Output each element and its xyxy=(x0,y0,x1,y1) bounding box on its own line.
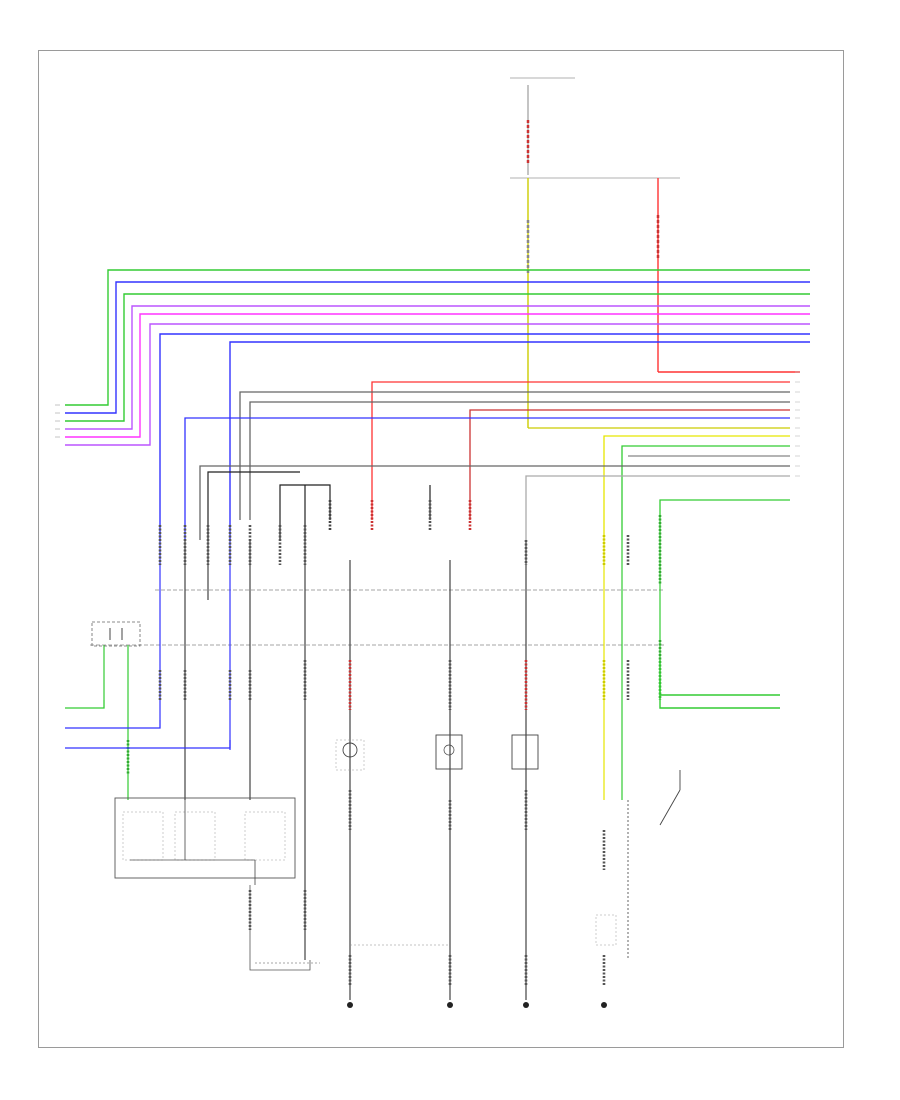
left-lower-bus xyxy=(65,700,231,749)
top-bus xyxy=(65,269,810,540)
right-bus xyxy=(184,381,790,540)
left-connector xyxy=(55,404,60,438)
top-supply xyxy=(510,77,800,428)
vertical-drops xyxy=(103,540,661,1000)
meter-ground xyxy=(249,885,320,971)
combination-meter xyxy=(114,797,296,885)
component-3 xyxy=(511,734,539,770)
combination-switch xyxy=(595,770,681,960)
right-lower-bus xyxy=(659,660,780,709)
component-2 xyxy=(435,734,463,770)
right-connector xyxy=(795,371,800,477)
ground-points xyxy=(347,1002,607,1008)
component-1 xyxy=(335,739,365,771)
mid-brackets xyxy=(207,471,431,540)
sensor-upper-left xyxy=(91,621,141,647)
diagram-frame xyxy=(38,50,844,1048)
connector-bands xyxy=(90,589,665,646)
